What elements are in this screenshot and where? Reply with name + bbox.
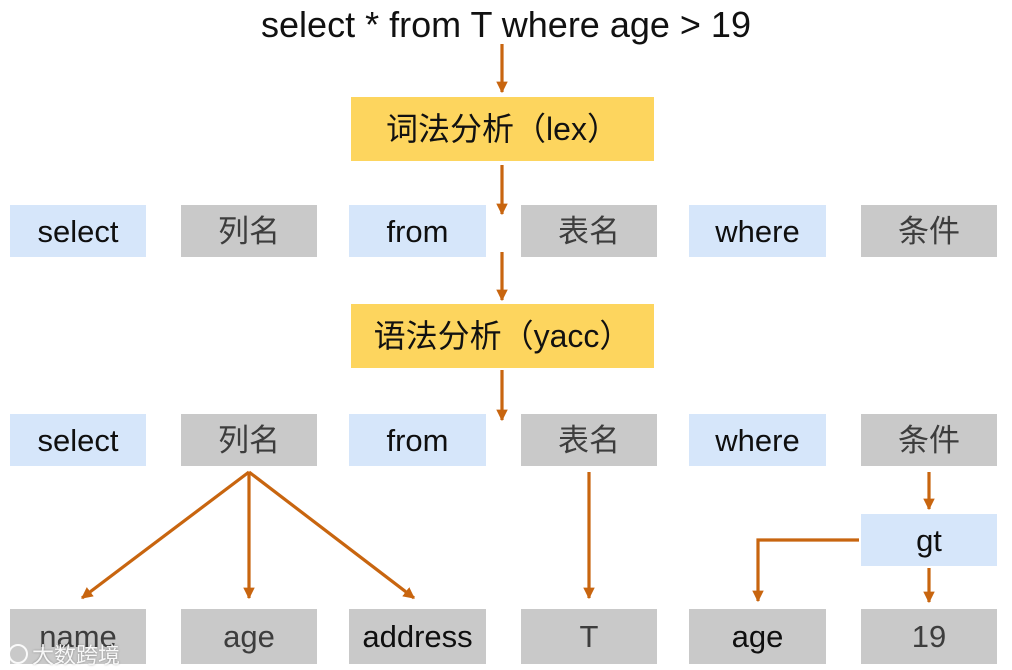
parsed-table: 表名 — [521, 414, 657, 466]
watermark-text: 大数跨境 — [32, 643, 121, 668]
arrow-columns-to-name — [81, 470, 250, 600]
operator-gt: gt — [861, 514, 997, 566]
token-where: where — [689, 205, 826, 257]
parsed-columns: 列名 — [181, 414, 317, 466]
arrow-columns-to-address — [248, 470, 415, 600]
leaf-19: 19 — [861, 609, 997, 664]
token-columns: 列名 — [181, 205, 317, 257]
leaf-age-condition: age — [689, 609, 826, 664]
token-condition: 条件 — [861, 205, 997, 257]
token-select: select — [10, 205, 146, 257]
sql-query-title: select * from T where age > 19 — [261, 4, 751, 45]
watermark: 大数跨境 — [8, 640, 120, 668]
leaf-name: name — [10, 609, 146, 664]
token-from: from — [349, 205, 486, 257]
parsed-condition: 条件 — [861, 414, 997, 466]
token-table: 表名 — [521, 205, 657, 257]
parsed-from: from — [349, 414, 486, 466]
parsed-where: where — [689, 414, 826, 466]
leaf-address: address — [349, 609, 486, 664]
leaf-t: T — [521, 609, 657, 664]
yacc-stage-box: 语法分析（yacc） — [351, 304, 654, 368]
leaf-age: age — [181, 609, 317, 664]
lex-stage-box: 词法分析（lex） — [351, 97, 654, 161]
parsed-select: select — [10, 414, 146, 466]
arrow-gt-to-age — [752, 538, 859, 603]
watermark-logo-icon — [8, 644, 28, 664]
